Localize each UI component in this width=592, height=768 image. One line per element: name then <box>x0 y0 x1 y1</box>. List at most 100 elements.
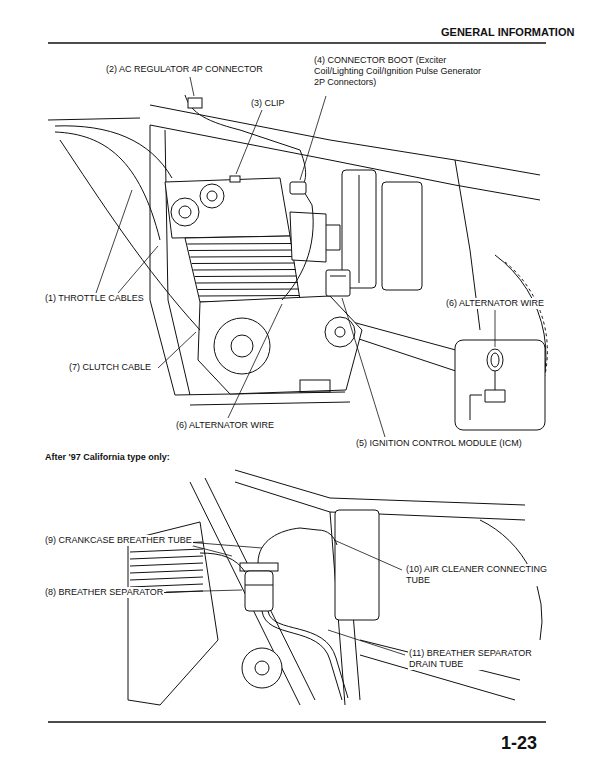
leader-line <box>342 298 385 437</box>
leader-line <box>495 310 496 347</box>
frame <box>190 402 350 405</box>
engine <box>187 244 299 297</box>
detail-inset <box>491 353 499 367</box>
ignition-control-module <box>326 270 350 296</box>
engine <box>130 549 203 552</box>
frame <box>235 482 525 520</box>
breather-tube <box>268 611 348 698</box>
engine <box>128 522 218 705</box>
leader-line <box>96 77 495 437</box>
callout-label: (11) BREATHER SEPARATOR DRAIN TUBE <box>408 648 540 670</box>
callout-label: (8) BREATHER SEPARATOR <box>44 587 164 598</box>
engine <box>255 661 269 675</box>
air-box <box>342 170 422 290</box>
engine <box>335 327 345 337</box>
engine <box>214 318 270 374</box>
ignition-control-module <box>326 270 350 296</box>
breather-separator <box>240 563 278 571</box>
detail-inset <box>485 371 505 402</box>
leader-line <box>328 630 405 655</box>
breather-tube <box>258 528 318 563</box>
callout-label: (10) AIR CLEANER CONNECTING TUBE <box>405 564 557 586</box>
detail-inset <box>455 340 545 430</box>
engine <box>231 335 253 357</box>
engine <box>165 178 290 238</box>
engine <box>193 269 295 271</box>
engine <box>192 263 295 265</box>
leader-line <box>236 110 262 174</box>
leader-line <box>300 96 326 180</box>
breather-tube <box>262 611 342 700</box>
detail-inset <box>455 340 545 430</box>
page-number: 1-23 <box>500 733 538 753</box>
engine <box>200 184 224 208</box>
leader-line <box>190 77 194 96</box>
frame <box>205 478 315 700</box>
engine <box>130 577 203 580</box>
leader-line <box>166 540 405 655</box>
breather-tube <box>318 530 337 545</box>
leader-line <box>158 332 196 368</box>
engine <box>130 556 203 559</box>
engine <box>335 510 379 620</box>
engine <box>189 250 293 252</box>
engine <box>242 648 282 688</box>
engine <box>199 295 299 297</box>
frame <box>165 130 190 395</box>
callout-label: (6) ALTERNATOR WIRE <box>175 420 275 431</box>
engine <box>325 317 355 347</box>
leader-line <box>96 190 132 293</box>
engine <box>300 380 330 392</box>
cables-wires <box>55 132 160 240</box>
note: After '97 California type only: <box>44 452 171 463</box>
air-box <box>359 175 360 283</box>
callout-label: (4) CONNECTOR BOOT (Exciter Coil/Lightin… <box>313 55 487 88</box>
page-rule <box>48 43 546 722</box>
engine <box>198 289 299 291</box>
ignition-control-module <box>330 276 346 277</box>
frame <box>150 125 175 395</box>
callout-label: (9) CRANKCASE BREATHER TUBE <box>44 535 193 546</box>
engine <box>171 198 199 226</box>
callout-label: (3) CLIP <box>250 98 286 109</box>
engine <box>190 256 293 258</box>
frame <box>235 470 525 505</box>
callout-label: (7) CLUTCH CABLE <box>68 362 152 373</box>
callout-label: (2) AC REGULATOR 4P CONNECTOR <box>105 64 264 75</box>
leader-line <box>166 590 242 592</box>
frame <box>150 105 540 175</box>
engine <box>179 206 191 218</box>
frame <box>190 470 542 705</box>
engine <box>326 225 340 250</box>
engine <box>165 178 362 394</box>
page-rule <box>48 721 546 723</box>
air-box <box>382 182 422 290</box>
cables-wires <box>185 95 300 150</box>
cables-wires <box>290 182 306 194</box>
cables-wires <box>188 98 202 108</box>
leader-line <box>228 304 282 418</box>
engine <box>207 191 217 201</box>
callout-label: (5) IGNITION CONTROL MODULE (ICM) <box>355 438 523 449</box>
engine <box>187 243 292 245</box>
engine <box>130 570 203 573</box>
callout-label: (6) ALTERNATOR WIRE <box>445 298 545 309</box>
leader-line <box>334 540 402 570</box>
engine <box>130 563 203 566</box>
callout-label: (1) THROTTLE CABLES <box>44 293 145 304</box>
engine <box>185 236 300 302</box>
engine <box>198 296 362 394</box>
cables-wires <box>282 185 313 300</box>
breather-separator <box>245 571 273 611</box>
page-header: GENERAL INFORMATION <box>440 27 575 38</box>
leader-line <box>118 246 158 293</box>
cables-wires <box>230 176 240 182</box>
engine <box>196 282 297 284</box>
engine <box>195 276 297 278</box>
frame <box>48 118 140 120</box>
detail-inset <box>470 395 482 420</box>
breather-separator <box>245 585 273 586</box>
breather-separator <box>240 563 278 611</box>
detail-inset <box>487 349 503 371</box>
